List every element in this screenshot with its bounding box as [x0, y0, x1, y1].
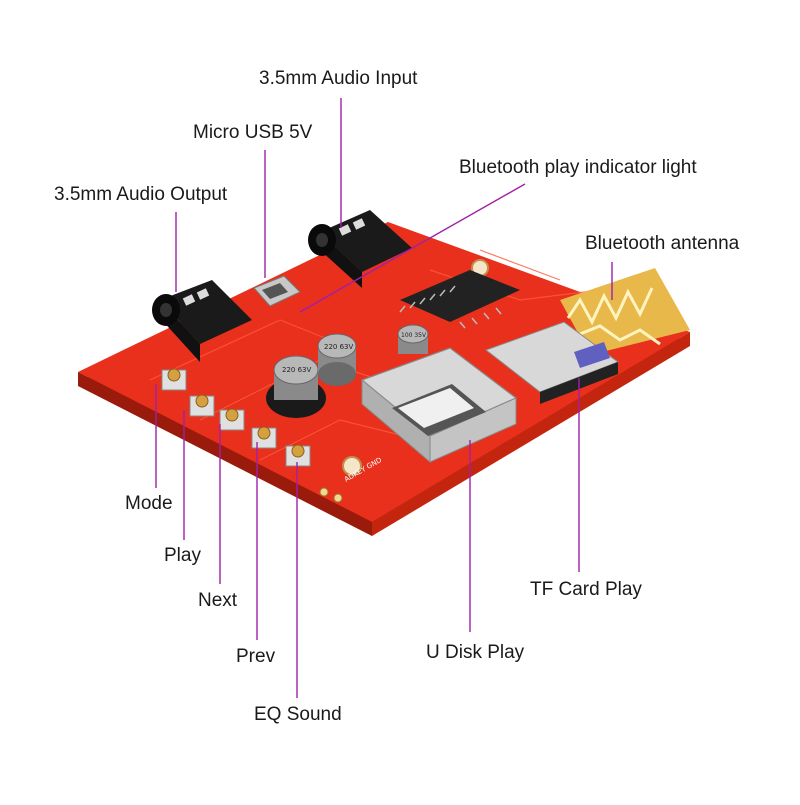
play-button-graphic [189, 394, 215, 417]
prev-button-graphic [251, 426, 277, 449]
audio-input-jack-graphic [308, 210, 412, 288]
label-prev: Prev [236, 646, 276, 667]
label-micro-usb: Micro USB 5V [193, 122, 313, 143]
label-bt-indicator: Bluetooth play indicator light [459, 157, 697, 178]
usb-a-port-graphic [360, 347, 518, 464]
cap2-silkscreen: 220 63V [324, 343, 353, 351]
eq-button-graphic [285, 444, 311, 467]
next-button-graphic [219, 408, 245, 431]
label-bt-antenna: Bluetooth antenna [585, 233, 740, 254]
line-bt-indicator [299, 183, 526, 313]
label-mode: Mode [125, 493, 173, 514]
label-tf: TF Card Play [530, 579, 642, 600]
bluetooth-antenna-graphic [560, 268, 690, 355]
label-udisk: U Disk Play [426, 642, 525, 663]
micro-usb-graphic [253, 275, 301, 307]
audio-output-jack-graphic [152, 280, 252, 362]
callout-lines [155, 98, 613, 698]
capacitors: 220 63V 220 63V 100 35V [266, 324, 429, 418]
cap3-silkscreen: 100 35V [401, 332, 427, 339]
label-audio-input: 3.5mm Audio Input [259, 68, 418, 89]
label-play: Play [164, 545, 201, 566]
label-audio-output: 3.5mm Audio Output [54, 184, 228, 205]
main-ic-chip [399, 270, 520, 329]
tactile-buttons [161, 368, 311, 467]
label-eq: EQ Sound [254, 704, 342, 725]
cap1-silkscreen: 220 63V [282, 366, 311, 374]
mode-button-graphic [161, 368, 187, 391]
label-next: Next [198, 590, 238, 611]
